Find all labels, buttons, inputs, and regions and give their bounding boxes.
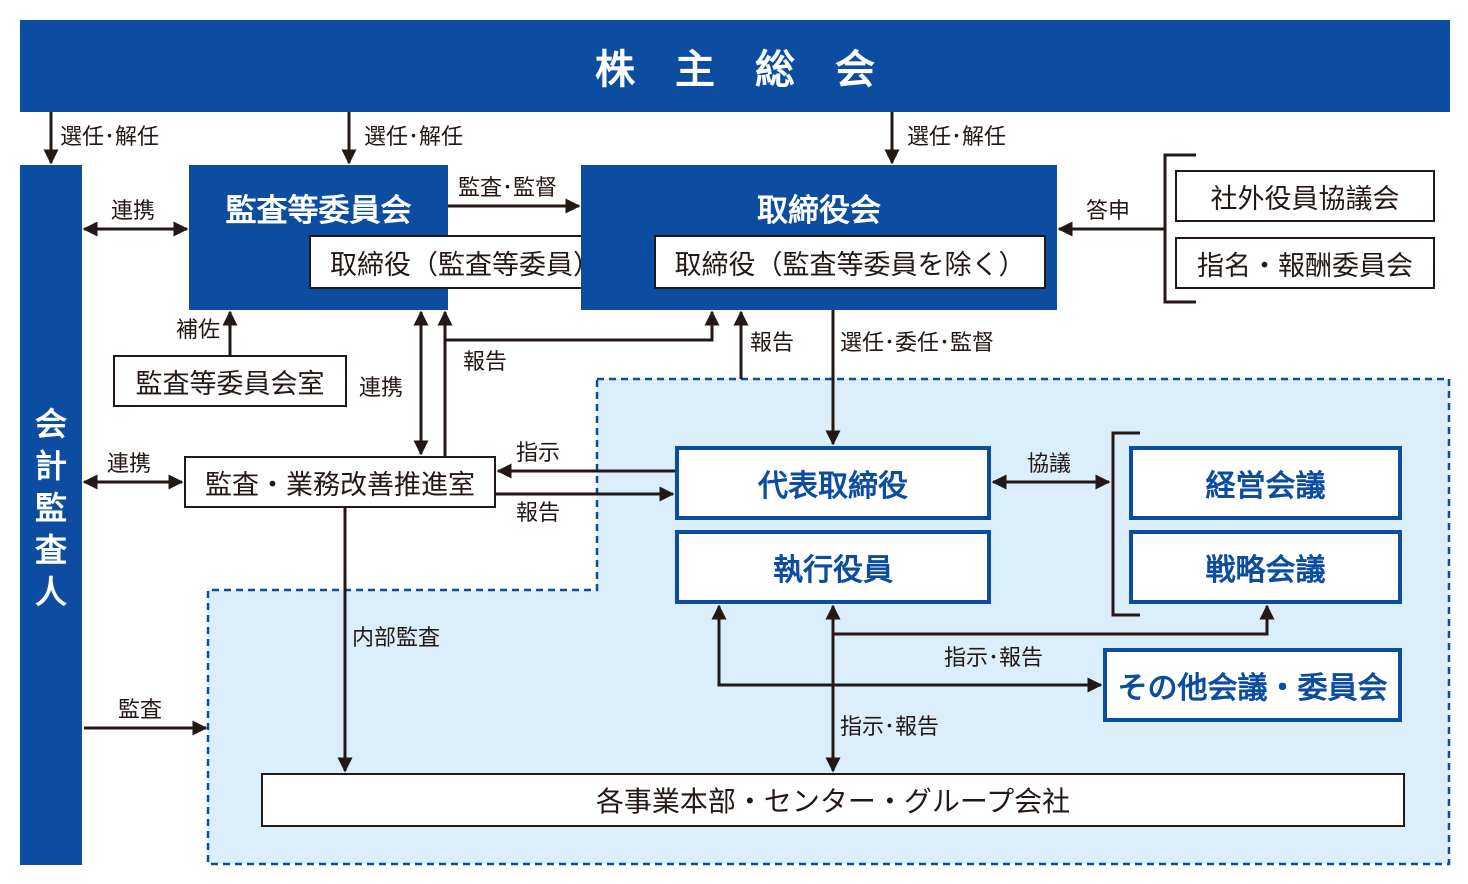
executive-officers-label: 執行役員 [773, 553, 893, 588]
coop-label-3: 連携 [107, 452, 152, 477]
nomination-committee-box: 指名・報酬委員会 [1175, 237, 1435, 289]
report-arrow-board-1 [445, 310, 720, 342]
report-label-4: 報告 [516, 501, 561, 526]
nomination-committee-label: 指名・報酬委員会 [1197, 250, 1413, 282]
instruct-label: 指示 [516, 441, 561, 466]
report-label-3: 報告 [750, 331, 795, 356]
audit-committee-director-label: 取締役（監査等委員） [330, 249, 600, 281]
management-meeting-box: 経営会議 [1129, 446, 1402, 520]
board-title: 取締役会 [757, 193, 881, 229]
accounting-auditor-bar: 会 計 監 査 人 [20, 165, 82, 865]
elect-label-3: 選任･解任 [907, 125, 1007, 150]
representative-director-label: 代表取締役 [758, 469, 908, 504]
internal-audit-label: 内部監査 [352, 626, 441, 651]
strategy-meeting-label: 戦略会議 [1205, 553, 1326, 588]
elect-label-1: 選任･解任 [60, 125, 160, 150]
auditor-char: 計 [34, 447, 67, 485]
instruct-report-label-2: 指示･報告 [840, 715, 940, 740]
board-director-label: 取締役（監査等委員を除く） [674, 249, 1026, 281]
internal-audit-office-label: 監査・業務改善推進室 [205, 469, 475, 501]
outside-officers-council-label: 社外役員協議会 [1210, 183, 1400, 215]
shareholders-meeting-banner: 株 主 総 会 [20, 20, 1450, 112]
advisory-bracket [1163, 153, 1196, 304]
audit-committee-title: 監査等委員会 [225, 193, 412, 229]
executive-officers-box: 執行役員 [675, 530, 991, 604]
divisions-box: 各事業本部・センター・グループ会社 [261, 773, 1405, 827]
auditor-char: 会 [34, 405, 67, 443]
auditor-char: 監 [34, 489, 67, 527]
instruct-report-arrow-strategy [833, 604, 1275, 636]
other-meetings-box: その他会議・委員会 [1103, 648, 1402, 722]
strategy-meeting-box: 戦略会議 [1129, 530, 1402, 604]
coop-label-1: 連携 [111, 199, 156, 224]
audit-committee-director-box: 取締役（監査等委員） [309, 235, 621, 289]
elect-label-2: 選任･解任 [364, 125, 464, 150]
report-label-1: 答申 [1086, 199, 1131, 224]
representative-director-box: 代表取締役 [675, 446, 991, 520]
committee-office-label: 監査等委員会室 [135, 368, 325, 400]
divisions-label: 各事業本部・センター・グループ会社 [595, 785, 1071, 818]
coop-label-2: 連携 [359, 376, 404, 401]
board-director-box: 取締役（監査等委員を除く） [654, 235, 1046, 289]
management-meeting-label: 経営会議 [1205, 469, 1326, 504]
committee-office-box: 監査等委員会室 [113, 355, 347, 407]
other-meetings-label: その他会議・委員会 [1117, 671, 1388, 706]
discuss-label: 協議 [1027, 452, 1072, 477]
meetings-bracket [1111, 431, 1140, 617]
instruct-report-label-1: 指示･報告 [944, 646, 1044, 671]
shareholders-meeting-title: 株 主 総 会 [595, 47, 875, 93]
audit-supervise-label: 監査･監督 [458, 176, 558, 201]
auditor-char: 人 [34, 573, 67, 611]
outside-officers-council-box: 社外役員協議会 [1175, 170, 1435, 222]
report-label-2: 報告 [463, 350, 508, 375]
audit-label: 監査 [118, 698, 163, 723]
internal-audit-office-box: 監査・業務改善推進室 [184, 456, 496, 508]
elect-delegate-label: 選任･委任･監督 [840, 331, 995, 356]
assist-label: 補佐 [176, 318, 221, 343]
instruct-report-arrow-others [711, 604, 1103, 693]
auditor-char: 査 [34, 531, 67, 569]
